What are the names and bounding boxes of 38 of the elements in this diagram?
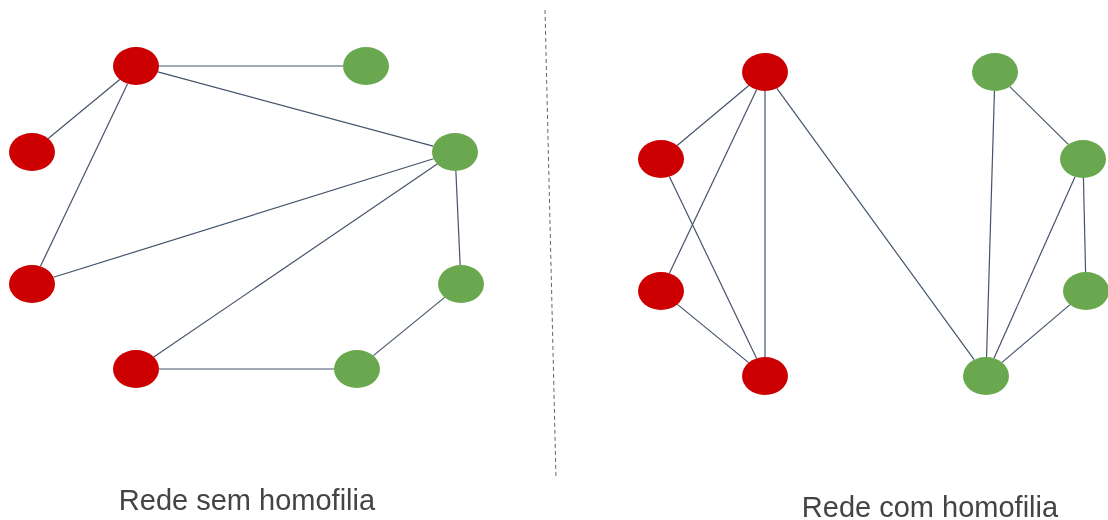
connector-line (676, 303, 750, 364)
connector-line (52, 158, 435, 278)
connector-line (1009, 86, 1069, 145)
connector-line (668, 176, 758, 359)
network-node-circle (963, 357, 1009, 395)
network-node-circle (1063, 272, 1108, 310)
network-node-circle (1060, 140, 1106, 178)
connector-line (158, 368, 335, 370)
connector-line (1001, 304, 1071, 363)
network-node-circle (343, 47, 389, 85)
network-node-circle (334, 350, 380, 388)
network-node-circle (972, 53, 1018, 91)
connector-line (668, 89, 758, 274)
network-node-circle (113, 47, 159, 85)
network-node-circle (638, 272, 684, 310)
connector-line (153, 163, 438, 358)
network-node-circle (9, 133, 55, 171)
connector-line (39, 83, 129, 267)
network-node-circle (438, 265, 484, 303)
network-caption: Rede sem homofilia (118, 483, 376, 517)
network-node-circle (113, 350, 159, 388)
connector-line (47, 78, 121, 140)
connector-line (776, 87, 975, 361)
network-node-circle (432, 133, 478, 171)
connector-line (1082, 177, 1087, 273)
network-node-circle (638, 140, 684, 178)
connector-line (676, 84, 750, 147)
network-caption: Rede com homofilia (801, 490, 1059, 520)
connector-line (455, 170, 461, 266)
network-node-circle (742, 53, 788, 91)
connector-line (985, 90, 996, 358)
connector-line (157, 71, 434, 147)
network-node-circle (742, 357, 788, 395)
connector-line (993, 176, 1076, 359)
connector-line (764, 90, 766, 358)
connector-line (372, 296, 446, 357)
connector-line (158, 65, 344, 67)
network-node-circle (9, 265, 55, 303)
